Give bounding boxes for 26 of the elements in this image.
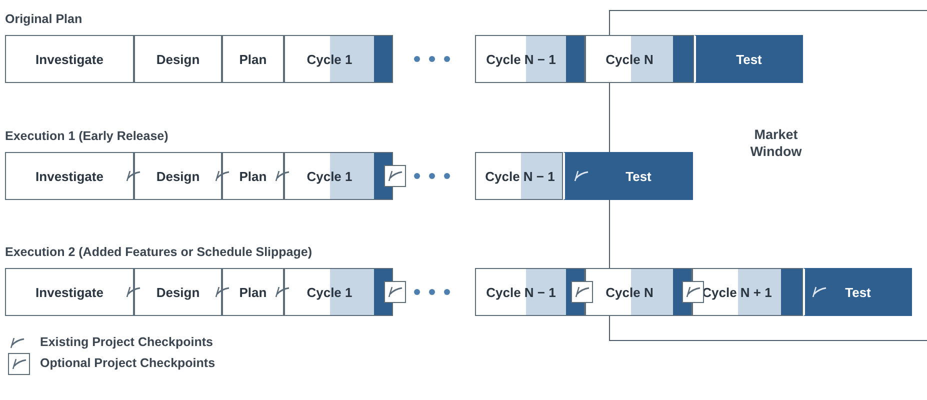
phase-segment: Test [694,35,803,83]
phase-segment: Cycle N − 1 [475,268,585,316]
phase-segment: Cycle N − 1 [475,35,585,83]
phase-segment: Cycle 1 [284,35,393,83]
phase-segment: Design [134,268,222,316]
phase-segment: Plan [222,268,284,316]
phase-segment: Cycle N [585,35,694,83]
phase-segment: Plan [222,35,284,83]
phase-segment: Plan [222,152,284,200]
phase-segment: Cycle N [585,268,692,316]
phase-segment: Investigate [5,268,134,316]
phase-segment: Cycle 1 [284,152,393,200]
phase-segment: Design [134,35,222,83]
phase-segment: Cycle 1 [284,268,393,316]
phase-segment: Design [134,152,222,200]
phase-segment: Investigate [5,35,134,83]
phase-segment: Cycle N − 1 [475,152,563,200]
row-heading: Original Plan [5,12,82,26]
phase-segment: Test [563,152,693,200]
legend-text: Optional Project Checkpoints [40,356,216,370]
phase-segment: Investigate [5,152,134,200]
market-window-label: Market Window [749,126,803,160]
row-heading: Execution 1 (Early Release) [5,129,168,143]
legend-text: Existing Project Checkpoints [40,335,213,349]
row-heading: Execution 2 (Added Features or Schedule Slippage) [5,245,312,259]
phase-segment: Test [803,268,912,316]
